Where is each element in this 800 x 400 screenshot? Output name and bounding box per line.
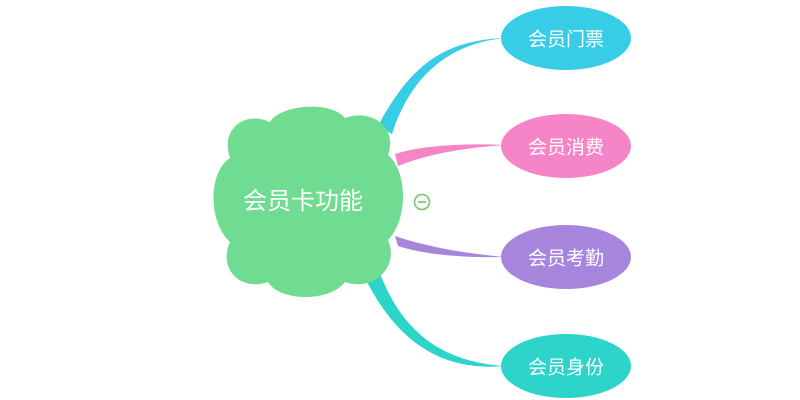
branch-ellipse	[501, 334, 631, 398]
branch-ellipse	[501, 6, 631, 70]
branch-node-member-identity[interactable]: 会员身份	[501, 334, 631, 398]
branch-ellipse	[501, 225, 631, 289]
connector-member-tickets	[378, 38, 505, 134]
connector-member-attendance	[395, 236, 505, 258]
connector-member-identity	[365, 268, 505, 367]
collapse-toggle[interactable]	[413, 193, 431, 211]
branch-node-member-attendance[interactable]: 会员考勤	[501, 225, 631, 289]
branch-label: 会员门票	[528, 29, 604, 51]
central-topic-label: 会员卡功能	[243, 187, 363, 215]
connector-member-consumption	[395, 144, 505, 166]
branch-node-member-tickets[interactable]: 会员门票	[501, 6, 631, 70]
branch-label: 会员考勤	[528, 248, 604, 270]
central-topic-cloud	[213, 106, 403, 297]
connectors	[365, 38, 505, 367]
branch-label: 会员身份	[528, 357, 604, 379]
branch-label: 会员消费	[528, 137, 604, 159]
branch-ellipse	[501, 114, 631, 178]
branch-node-member-consumption[interactable]: 会员消费	[501, 114, 631, 178]
central-topic-node[interactable]: 会员卡功能	[213, 106, 404, 297]
